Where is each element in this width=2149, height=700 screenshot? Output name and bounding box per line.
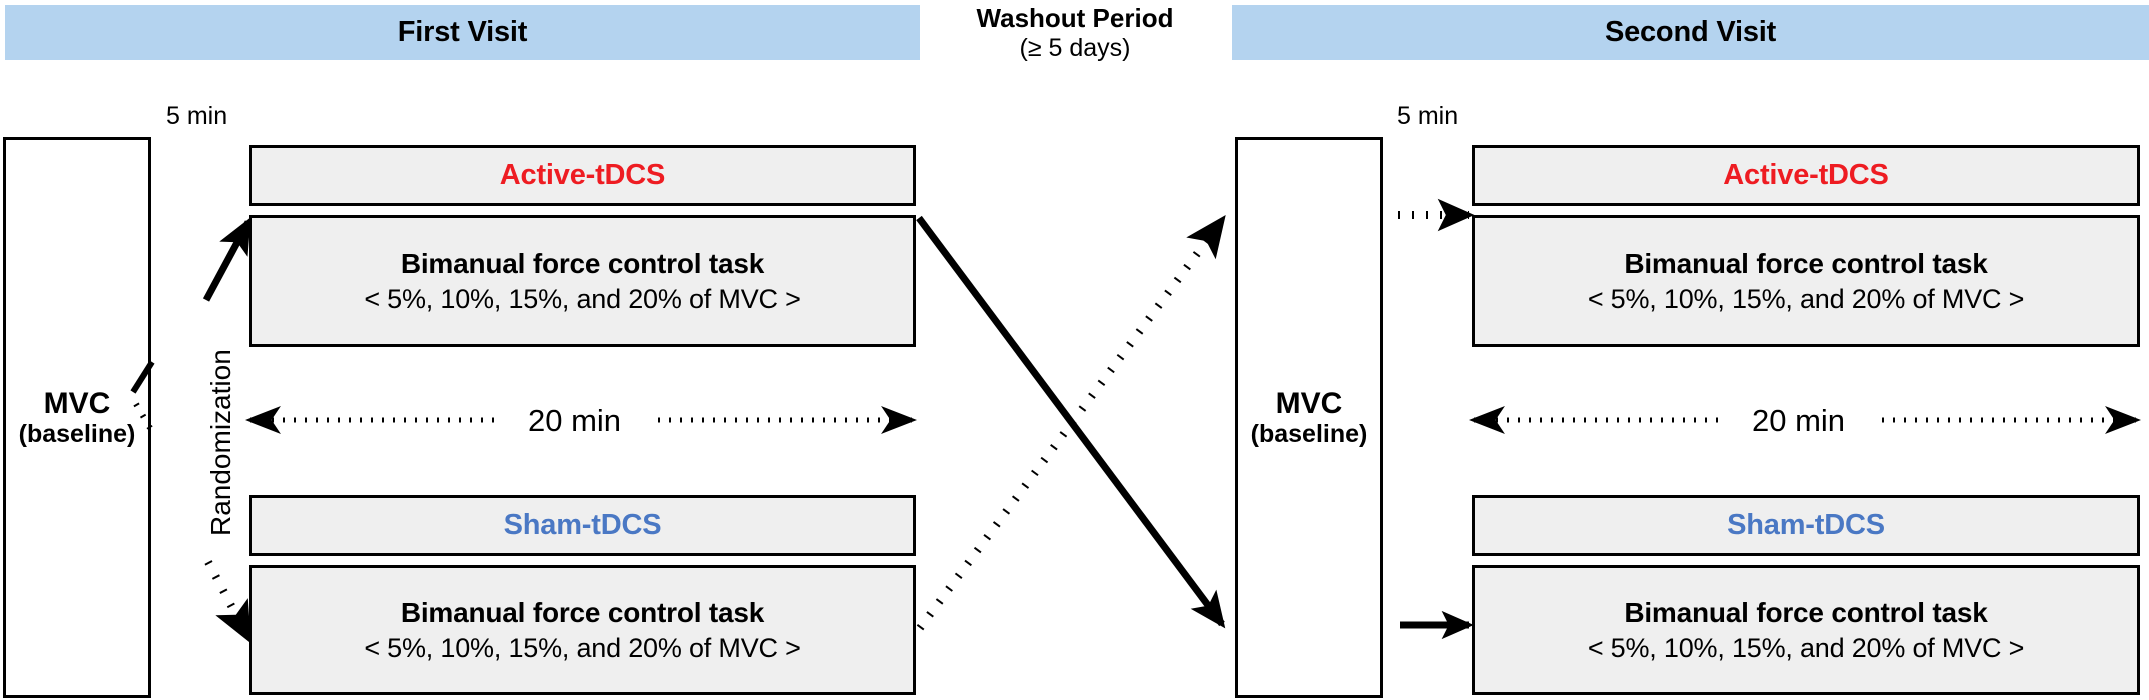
washout-period-block: Washout Period (≥ 5 days) <box>925 0 1225 66</box>
second-visit-mvc-subtitle: (baseline) <box>1250 420 1368 449</box>
randomization-arrow-to-sham-dotted <box>204 560 252 644</box>
banner-second-visit-label: Second Visit <box>1604 16 1777 48</box>
second-visit-mvc-box: MVC (baseline) <box>1235 137 1383 698</box>
first-visit-sham-task-detail: < 5%, 10%, 15%, and 20% of MVC > <box>364 632 801 663</box>
first-visit-mvc-title: MVC <box>43 386 111 420</box>
second-visit-active-task-detail: < 5%, 10%, 15%, and 20% of MVC > <box>1587 283 2025 314</box>
crossover-arrow-sham-to-active-dotted <box>916 214 1226 631</box>
second-visit-sham-task-box: Bimanual force control task < 5%, 10%, 1… <box>1472 565 2140 695</box>
crossover-arrow-active-to-sham-solid <box>916 215 1226 629</box>
first-visit-twenty-min-label: 20 min <box>528 403 622 438</box>
randomization-label: Randomization <box>205 349 236 536</box>
first-visit-mvc-subtitle: (baseline) <box>18 420 136 449</box>
washout-period-duration: (≥ 5 days) <box>1019 33 1131 62</box>
second-visit-twenty-min-label: 20 min <box>1752 403 1846 438</box>
second-visit-sham-tdcs-label: Sham-tDCS <box>1727 509 1885 541</box>
second-visit-sham-task-title: Bimanual force control task <box>1624 597 1988 628</box>
first-visit-sham-task-box: Bimanual force control task < 5%, 10%, 1… <box>249 565 916 695</box>
first-visit-active-tdcs-label: Active-tDCS <box>499 159 666 191</box>
first-visit-active-task-detail: < 5%, 10%, 15%, and 20% of MVC > <box>364 283 801 314</box>
first-visit-active-task-title: Bimanual force control task <box>400 248 765 279</box>
first-visit-five-min-label: 5 min <box>166 102 228 130</box>
first-visit-sham-task-title: Bimanual force control task <box>400 597 765 628</box>
randomization-arrow-to-active-solid <box>202 217 252 302</box>
banner-second-visit: Second Visit <box>1232 5 2149 60</box>
second-visit-active-tdcs-label: Active-tDCS <box>1723 159 1889 191</box>
first-visit-active-tdcs-box: Active-tDCS <box>249 145 916 206</box>
second-visit-mvc-title: MVC <box>1275 386 1343 420</box>
washout-period-title: Washout Period <box>976 3 1174 34</box>
banner-first-visit: First Visit <box>5 5 920 60</box>
second-visit-active-task-title: Bimanual force control task <box>1624 248 1988 279</box>
second-visit-active-task-box: Bimanual force control task < 5%, 10%, 1… <box>1472 215 2140 347</box>
second-visit-sham-tdcs-box: Sham-tDCS <box>1472 495 2140 556</box>
second-visit-active-tdcs-box: Active-tDCS <box>1472 145 2140 206</box>
first-visit-sham-tdcs-box: Sham-tDCS <box>249 495 916 556</box>
banner-first-visit-label: First Visit <box>397 16 528 48</box>
first-visit-mvc-box: MVC (baseline) <box>3 137 151 698</box>
first-visit-sham-tdcs-label: Sham-tDCS <box>503 509 662 541</box>
second-visit-five-min-label: 5 min <box>1397 102 1459 130</box>
second-visit-sham-task-detail: < 5%, 10%, 15%, and 20% of MVC > <box>1587 632 2025 663</box>
first-visit-active-task-box: Bimanual force control task < 5%, 10%, 1… <box>249 215 916 347</box>
